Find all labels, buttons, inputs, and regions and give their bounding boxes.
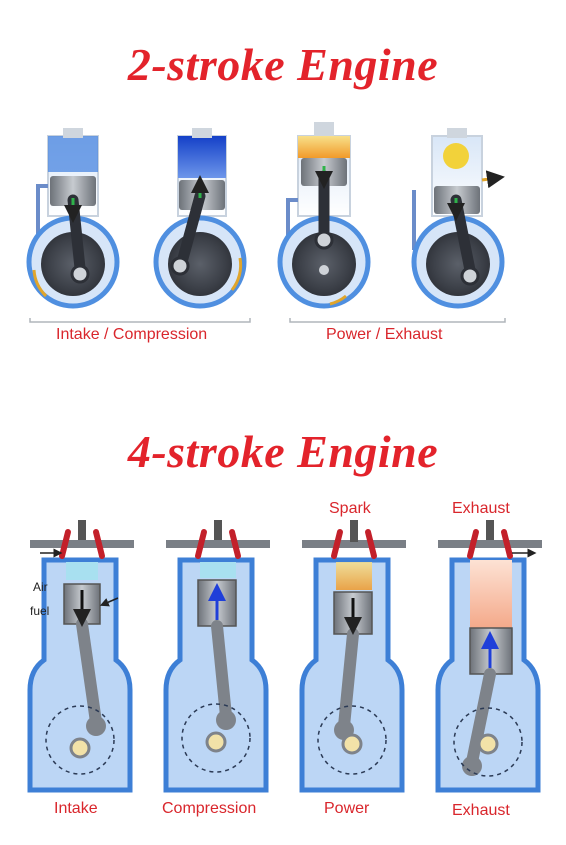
exhaust-top-label: Exhaust [452,500,510,517]
phase-label-power-exhaust: Power / Exhaust [326,326,443,343]
two-stroke-engine-1 [26,128,120,309]
stroke-label-intake: Intake [54,800,98,817]
four-stroke-engine-exhaust [435,520,542,793]
two-stroke-engine-4 [411,128,505,309]
four-stroke-engine-power [299,520,406,793]
two-stroke-engine-2 [153,128,247,309]
two-stroke-engine-3 [277,122,371,309]
fuel-label: fuel [30,604,50,618]
phase-label-intake-compression: Intake / Compression [56,326,208,343]
air-label: Air [33,580,48,594]
stroke-label-power: Power [324,800,370,817]
two-stroke-title: 2-stroke Engine [127,39,439,90]
stroke-label-compression: Compression [162,800,257,817]
four-stroke-title: 4-stroke Engine [127,426,439,477]
spark-label: Spark [329,500,371,517]
four-stroke-engine-intake [27,520,134,793]
stroke-label-exhaust: Exhaust [452,802,510,819]
four-stroke-engine-compression [163,520,270,793]
